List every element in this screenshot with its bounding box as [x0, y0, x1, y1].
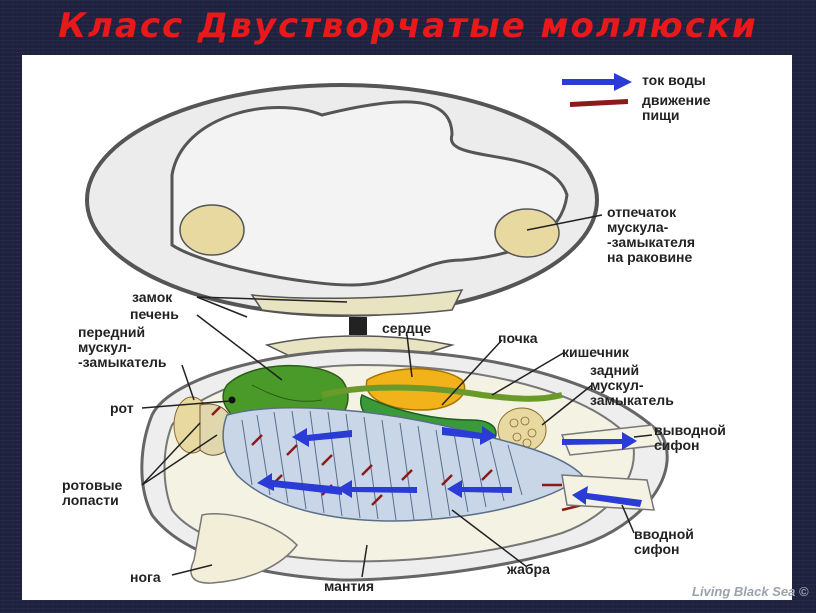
mouth — [228, 396, 236, 404]
label-inhalant-siphon: вводной сифон — [634, 526, 694, 557]
label-mouth: рот — [110, 400, 134, 416]
legend-food-arrow — [570, 99, 628, 107]
label-foot: нога — [130, 569, 161, 585]
label-mantle: мантия — [324, 578, 375, 594]
legend-water-label: ток воды — [642, 72, 706, 88]
label-hinge: замок — [132, 289, 173, 305]
legend-water-arrow — [562, 73, 632, 91]
label-kidney: почка — [498, 330, 538, 346]
front-muscle-imprint — [179, 204, 245, 256]
watermark: Living Black Sea © — [692, 584, 809, 599]
label-liver: печень — [130, 306, 179, 322]
hinge-ligament — [349, 317, 367, 335]
diagram-canvas: ток воды движение пищи отпечаток мускула… — [22, 55, 792, 600]
hinge-area-upper — [250, 289, 464, 316]
label-rear-muscle: задний мускул- замыкатель — [590, 362, 674, 408]
label-front-muscle: передний мускул- -замыкатель — [78, 324, 167, 370]
foot — [190, 513, 298, 584]
label-intestine: кишечник — [562, 344, 629, 360]
label-muscle-imprint: отпечаток мускула- -замыкателя на ракови… — [607, 204, 696, 265]
label-oral-lobes: ротовые лопасти — [62, 477, 123, 508]
slide-title: Класс Двустворчатые моллюски — [58, 6, 758, 46]
rear-muscle-imprint — [494, 208, 560, 258]
water-current-arrows — [257, 426, 642, 507]
intestine — [321, 384, 563, 402]
legend-food-label: движение пищи — [642, 92, 711, 123]
bivalve-anatomy-diagram — [85, 73, 669, 584]
upper-shell-inner-line — [170, 100, 569, 287]
label-heart: сердце — [382, 320, 432, 336]
label-exhalant-siphon: выводной сифон — [654, 422, 726, 453]
label-gill: жабра — [507, 561, 550, 577]
